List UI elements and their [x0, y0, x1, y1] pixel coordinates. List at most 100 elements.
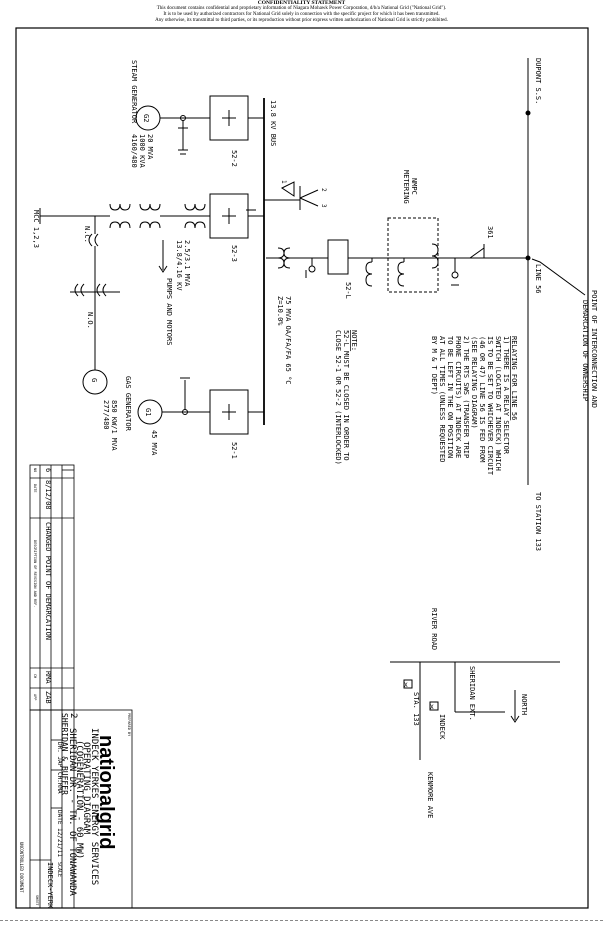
checked-by: CH:RMA — [56, 772, 63, 794]
map-kenmore: KENMORE AVE — [426, 772, 434, 818]
note-line-1: 52-L MUST BE CLOSED IN ORDER TO — [342, 330, 350, 461]
location-map — [390, 661, 560, 760]
relay-line-10: BY M & T DEPT) — [430, 336, 438, 395]
title-line-2: OPERATING DIAGRAM — [81, 742, 91, 835]
label-nmpc: NMPC — [410, 178, 418, 195]
label-pumps: PUMPS AND MOTORS — [165, 278, 173, 345]
drawn-by: DR. JAP — [56, 742, 63, 768]
aux-transformer — [184, 203, 206, 229]
map-sta133: STA. 133 — [412, 692, 420, 726]
title-line-5: SHERIDAN & BUFFER — [60, 713, 69, 795]
rev-date: 8/12/08 — [44, 480, 52, 510]
map-river: RIVER ROAD — [430, 608, 438, 650]
label-g2: G2 — [142, 114, 150, 122]
switch-361 — [469, 247, 485, 259]
label-line-56: LINE 56 — [534, 264, 542, 294]
relay-line-9: AT ALL TIMES (UNLESS REQUESTED — [438, 336, 446, 462]
page-cut-line — [0, 920, 603, 921]
label-steam-1: STEAM GENERATOR — [130, 60, 138, 124]
label-361: 361 — [486, 226, 494, 239]
label-dupont: DUPONT S.S. — [534, 58, 542, 104]
breaker-52-2[interactable] — [209, 95, 249, 141]
confidentiality-line-3: Any otherwise, its transmittal to third … — [155, 18, 448, 23]
relay-line-1: 1) THERE IS A RELAY SELECTOR — [502, 336, 510, 455]
note-line-2: CLOSE 52-1 OR 52-2 (INTERLOCKED) — [334, 330, 342, 465]
label-pt-2: 2 — [320, 188, 327, 192]
breaker-52-l[interactable] — [327, 239, 349, 275]
rev-by: RMA — [44, 671, 52, 684]
relay-line-7: PHONE CIRCUITS) AT INDECK ARE — [454, 336, 462, 458]
scale-label: SCALE — [56, 862, 62, 877]
label-main-xfmr-1: 75 MVA OA/FA/FA 65 °C — [284, 296, 292, 385]
map-north: NORTH — [520, 694, 528, 715]
map-sheridan: SHERIDAN EXT. — [468, 666, 476, 721]
map-indeck: INDECK — [438, 714, 446, 740]
label-pt-1: 1 — [280, 180, 287, 184]
main-transformer — [277, 247, 291, 269]
label-to-station: TO STATION 133 — [534, 492, 542, 551]
svg-text:X: X — [430, 704, 434, 711]
label-nc: N.C. — [83, 226, 91, 243]
uncontrolled-document: UNCONTROLLED DOCUMENT — [19, 842, 24, 893]
label-52-3: 52-3 — [230, 245, 238, 262]
confidentiality-line-1: This document contains confidential and … — [156, 6, 447, 11]
label-steam-2: 20 MVA — [146, 134, 154, 160]
label-steam-3: 1000 KVA — [138, 134, 146, 169]
svg-text:X: X — [404, 682, 408, 689]
label-pt-3: 3 — [320, 204, 327, 208]
title-line-5-num: 2 — [68, 713, 78, 718]
prepared-by: PREPARED BY — [127, 713, 131, 737]
label-52-2: 52-2 — [230, 150, 238, 167]
label-gas-1: GAS GENERATOR — [124, 376, 132, 432]
label-gas-3: 277/480 — [102, 400, 110, 430]
label-52-1: 52-1 — [230, 442, 238, 459]
label-52-l: 52-L — [344, 282, 352, 299]
label-g-small: G — [90, 378, 98, 382]
rev-hdr-no: NO — [33, 468, 37, 472]
label-gas-2: 850 KW/1 MVA — [110, 400, 118, 451]
rev-hdr-by: CH — [33, 674, 37, 678]
label-steam-4: 4160/480 — [130, 134, 138, 168]
gas-generator — [82, 369, 108, 395]
pt-delta — [281, 181, 295, 197]
relay-line-2: SWITCH (LOCATED AT INDECK) WHICH — [494, 336, 502, 471]
label-aux-xfmr-1: 2.5/3.1 MVA — [183, 240, 191, 287]
label-g1: G1 — [144, 408, 152, 416]
label-demarcation-2: DEMARCATION OF OWNERSHIP — [581, 300, 589, 401]
sheet-label: SHEET — [35, 895, 39, 906]
note-title: NOTE: — [350, 330, 358, 351]
label-metering: METERING — [402, 170, 410, 204]
rev-appr: ZAB — [44, 691, 52, 704]
title-line-3: (COGENERATION - 60 MW) — [74, 740, 84, 859]
label-no: N.O. — [86, 312, 94, 329]
relay-line-8: TO BE LEFT IN THE ON POSITION — [446, 336, 454, 458]
relay-line-3: IS TO BE SET TO WHICHEVER CIRCUIT — [486, 336, 494, 476]
confidentiality-statement: CONFIDENTIALITY STATEMENT This document … — [0, 0, 603, 24]
current-transformer — [431, 243, 439, 269]
drawing-number: INDECK-YERK — [46, 862, 54, 909]
label-aux-xfmr-2: 13.8/4.16 KV — [175, 240, 183, 291]
title-line-4: SHERIDAN DR. - TN. OF TONAWANDA — [67, 728, 77, 897]
relay-line-6: 2) THE RTS SWS (TRANSFER TRIP — [462, 336, 470, 458]
label-demarcation-1: POINT OF INTERCONNECTION AND — [590, 290, 598, 408]
drawing-border — [15, 27, 589, 909]
rev-hdr-desc: DESCRIPTION OF REVISION AND REF. — [33, 540, 37, 607]
rev-no: 6 — [44, 468, 52, 472]
nmpc-metering-box — [387, 217, 439, 293]
label-g1-rating: 45 MVA — [150, 430, 158, 456]
label-main-xfmr-2: Z=10.0% — [276, 296, 284, 326]
rev-hdr-appr: APP — [33, 694, 37, 700]
title-line-1: INDECK YERKES ENERGY SERVICES — [89, 728, 99, 885]
demarcation-arrow — [531, 258, 586, 296]
rev-desc: CHANGED POINT OF DEMARCATION — [44, 522, 52, 640]
label-bus: 13.8 KV BUS — [269, 100, 277, 146]
relay-line-5: (SEE RELAYING DIAGRAM) — [470, 336, 478, 429]
confidentiality-line-2: It is to be used by authorized contracto… — [163, 12, 440, 17]
confidentiality-title: CONFIDENTIALITY STATEMENT — [257, 0, 346, 6]
drawing-date: DATE 12/21/11 — [56, 810, 63, 857]
title-block — [29, 709, 133, 909]
relay-line-4: (46 OR 47) LINE 56 IS FED FROM — [478, 336, 486, 462]
rev-hdr-date: DATE — [33, 484, 37, 492]
relay-title: RELAYING FOR LINE 56 — [510, 336, 518, 420]
national-grid-logo: nationalgrid — [95, 735, 117, 849]
